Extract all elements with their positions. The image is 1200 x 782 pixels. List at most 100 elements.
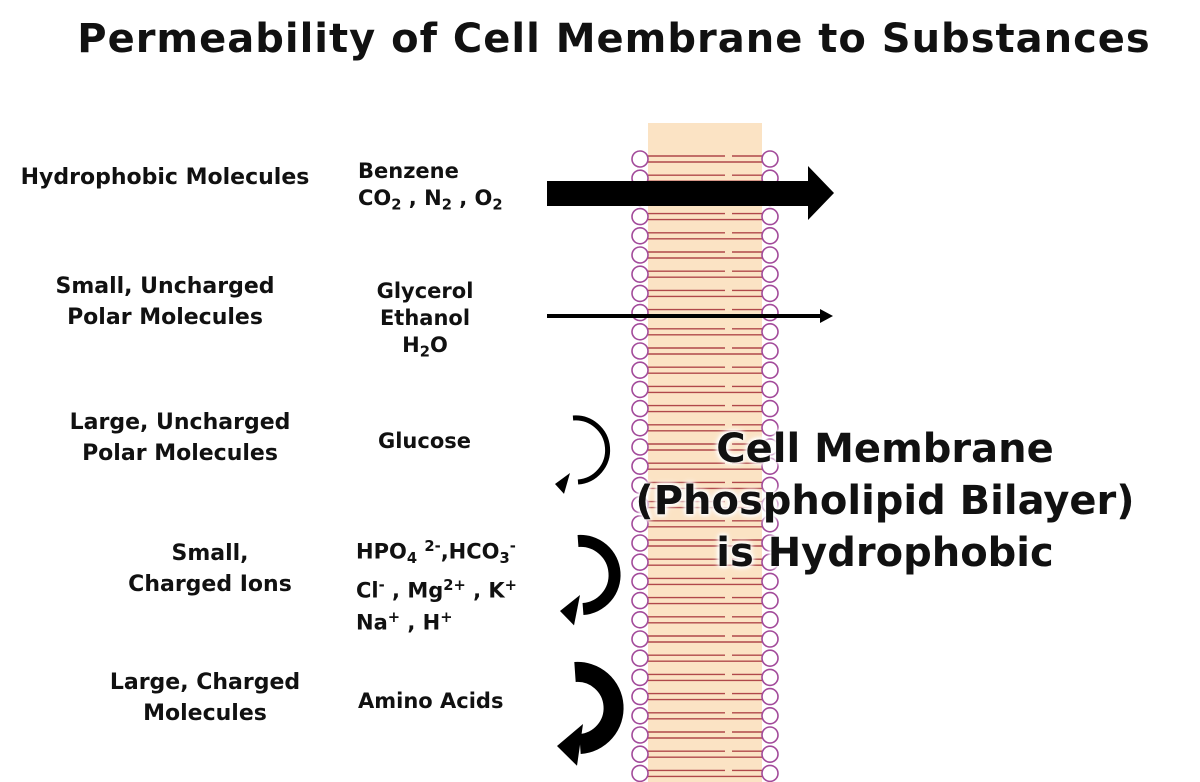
phosphate-head <box>631 150 649 168</box>
phospholipid-pair <box>631 322 779 341</box>
phospholipid-pair <box>631 438 779 456</box>
phosphate-head <box>631 457 649 476</box>
phosphate-head <box>631 284 649 303</box>
phospholipid-pair <box>631 207 779 226</box>
phosphate-head <box>761 726 779 744</box>
lipid-tail <box>648 539 762 547</box>
phosphate-head <box>761 764 779 782</box>
phosphate-head <box>631 610 649 629</box>
phospholipid-pair <box>631 380 779 399</box>
lipid-tail <box>648 212 762 221</box>
lipid-tail <box>648 424 762 432</box>
phosphate-head <box>631 418 649 437</box>
lipid-tail <box>648 443 762 451</box>
phosphate-head <box>631 495 649 514</box>
lipid-tail <box>648 481 762 490</box>
phosphate-head <box>761 610 779 629</box>
phospholipid-pair <box>631 726 779 744</box>
phosphate-head <box>761 207 779 226</box>
phosphate-head <box>761 495 779 514</box>
phosphate-head <box>761 303 779 322</box>
phosphate-head <box>761 227 779 245</box>
phospholipid-pair <box>631 514 779 533</box>
phospholipid-pair <box>631 572 779 591</box>
phosphate-head <box>761 572 779 591</box>
examples-large-uncharged-polar: Glucose <box>378 429 472 453</box>
phosphate-head <box>631 745 649 764</box>
phosphate-head <box>631 380 649 399</box>
phosphate-head <box>631 227 649 245</box>
arrow-passes-thin <box>547 309 833 323</box>
phospholipid-pair <box>631 361 779 380</box>
arrow-passes-thick <box>547 166 834 220</box>
phospholipid-pair <box>631 476 779 495</box>
phospholipid-pair <box>631 265 779 284</box>
phosphate-head <box>761 150 779 168</box>
lipid-tail <box>648 328 762 336</box>
phosphate-head <box>631 265 649 284</box>
phosphate-head <box>761 630 779 648</box>
phosphate-head <box>761 745 779 764</box>
lipid-tail <box>648 596 762 605</box>
category-label-small-charged-ions: Small,Charged Ions <box>128 541 292 597</box>
phospholipid-pair <box>631 553 779 572</box>
phosphate-head <box>631 630 649 648</box>
phospholipid-pair <box>631 534 779 552</box>
phosphate-head <box>631 514 649 533</box>
phospholipid-pair <box>631 649 779 668</box>
phosphate-head <box>631 246 649 264</box>
phosphate-head <box>761 591 779 610</box>
lipid-tail <box>648 270 762 278</box>
phosphate-head <box>631 553 649 572</box>
lipid-tail <box>648 251 762 259</box>
phosphate-head <box>761 687 779 706</box>
phosphate-head <box>631 438 649 456</box>
lipid-tail <box>648 731 762 739</box>
arrow-repelled-ions <box>560 534 621 626</box>
phospholipid-pair <box>631 706 779 725</box>
lipid-tail <box>648 654 762 662</box>
lipid-tail <box>648 673 762 682</box>
membrane-label-line1: Cell Membrane <box>716 426 1054 472</box>
lipid-tail <box>648 692 762 701</box>
arrow-repelled-amino-acids <box>557 661 624 766</box>
lipid-tail <box>648 155 762 163</box>
phosphate-head <box>761 476 779 495</box>
phospholipid-pair <box>631 399 779 418</box>
arrow-repelled-glucose <box>555 415 611 494</box>
membrane-label: Cell Membrane (Phospholipid Bilayer) is … <box>620 423 1150 579</box>
phosphate-head <box>761 649 779 668</box>
phosphate-head <box>631 534 649 552</box>
phospholipid-pair <box>631 610 779 629</box>
phospholipid-pair <box>631 630 779 648</box>
phosphate-head <box>631 706 649 725</box>
phospholipid-bilayer <box>631 123 779 782</box>
phospholipid-pair <box>631 687 779 706</box>
phosphate-head <box>761 534 779 552</box>
phospholipid-pair <box>631 150 779 168</box>
phosphate-head <box>761 668 779 687</box>
phospholipid-pair <box>631 246 779 264</box>
phospholipid-pair <box>631 284 779 303</box>
lipid-tail <box>648 289 762 298</box>
phosphate-head <box>761 418 779 437</box>
phospholipid-pair <box>631 764 779 782</box>
phosphate-head <box>631 726 649 744</box>
phospholipid-pair <box>631 745 779 764</box>
phosphate-head <box>761 553 779 572</box>
lipid-tail <box>648 500 762 509</box>
lipid-tail <box>648 520 762 528</box>
phosphate-head <box>761 514 779 533</box>
lipid-tail <box>648 635 762 643</box>
lipid-tail <box>648 404 762 413</box>
phospholipid-pair <box>631 495 779 514</box>
diagram-title: Permeability of Cell Membrane to Substan… <box>77 16 1151 62</box>
phosphate-head <box>761 380 779 399</box>
phosphate-head <box>631 342 649 360</box>
phosphate-head <box>761 342 779 360</box>
lipid-tail <box>648 577 762 586</box>
phosphate-head <box>631 668 649 687</box>
